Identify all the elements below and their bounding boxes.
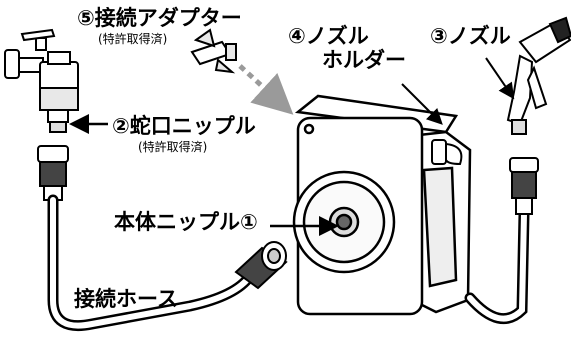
adapter-text: 接続アダプター bbox=[94, 6, 242, 30]
faucet-icon bbox=[4, 28, 79, 111]
holder-text-line2: ホルダー bbox=[322, 48, 406, 72]
faucet-nipple-label: ②蛇口ニップル bbox=[112, 116, 256, 137]
nozzle-arrow bbox=[485, 57, 515, 100]
holder-number: ④ bbox=[288, 24, 306, 48]
faucet-nipple-icon bbox=[47, 109, 69, 133]
holder-label: ④ノズル bbox=[288, 26, 369, 47]
adapter-note: (特許取得済) bbox=[98, 32, 168, 46]
nozzle-holder-icon bbox=[431, 139, 463, 166]
right-hose-connector-icon bbox=[509, 157, 539, 215]
nozzle-text: ノズル bbox=[447, 24, 511, 48]
adapter-number: ⑤ bbox=[77, 6, 95, 30]
left-hose-connector-icon bbox=[37, 145, 69, 201]
nozzle-icon bbox=[506, 16, 571, 135]
nozzle-label: ③ノズル bbox=[430, 26, 511, 47]
hose-reel-icon bbox=[292, 94, 472, 316]
body-nipple-text: 本体ニップル bbox=[114, 210, 240, 234]
body-nipple-number: ① bbox=[240, 210, 258, 234]
faucet-nipple-note: (特許取得済) bbox=[138, 140, 208, 154]
hose-mid-connector-icon bbox=[234, 241, 288, 290]
adapter-arrow bbox=[238, 64, 294, 115]
adapter-icon bbox=[190, 28, 237, 74]
adapter-label: ⑤接続アダプター bbox=[77, 8, 242, 29]
holder-text-line1: ノズル bbox=[305, 24, 369, 48]
hose-label: 接続ホース bbox=[74, 287, 178, 311]
faucet-nipple-text: 蛇口ニップル bbox=[129, 114, 256, 138]
holder-arrow bbox=[401, 83, 443, 125]
nozzle-number: ③ bbox=[430, 24, 448, 48]
body-nipple-label: 本体ニップル① bbox=[114, 212, 258, 233]
faucet-nipple-number: ② bbox=[112, 114, 130, 138]
